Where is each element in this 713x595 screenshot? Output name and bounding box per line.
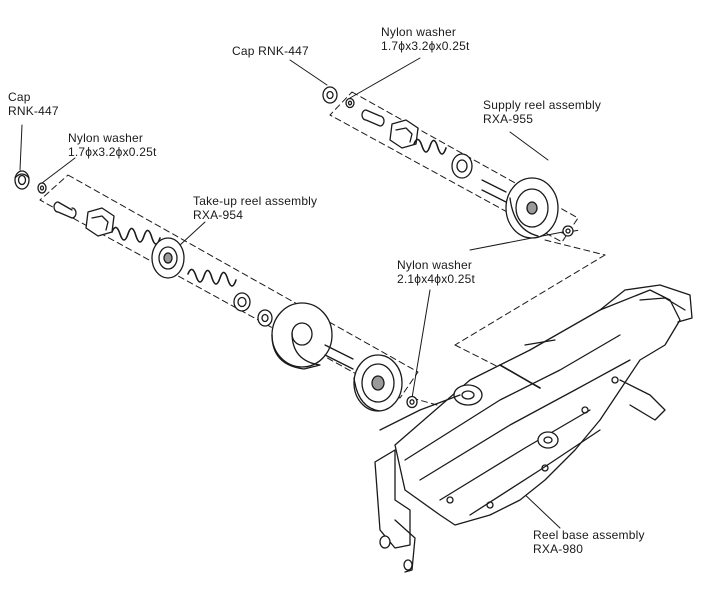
- supply-assembly-label: Supply reel assembly: [483, 98, 602, 112]
- leader-lines: [19, 57, 569, 529]
- dashed-guides: [39, 91, 606, 411]
- reel-base-part: [374, 284, 693, 573]
- washer-left-part: [37, 182, 47, 194]
- supply-enclosure: [329, 91, 579, 243]
- supply-reel-parts: [361, 109, 559, 239]
- cap-left-partno: RNK-447: [8, 104, 59, 118]
- takeup-assembly-partno: RXA-954: [193, 208, 244, 222]
- takeup-assembly-label: Take-up reel assembly: [193, 194, 318, 208]
- reel-base-label: Reel base assembly: [533, 528, 645, 542]
- washer-left-spec: 1.7ϕx3.2ϕx0.25t: [68, 145, 157, 159]
- washer-mid-part: [562, 225, 574, 237]
- washer-top-label: Nylon washer: [381, 25, 457, 39]
- cap-left-label: Cap: [8, 90, 31, 104]
- washer-left-label: Nylon washer: [68, 131, 144, 145]
- cap-top-label: Cap RNK-447: [232, 44, 309, 58]
- takeup-reel-parts: [53, 201, 403, 412]
- washer-top-spec: 1.7ϕx3.2ϕx0.25t: [381, 39, 470, 53]
- washer-mid-spec: 2.1ϕx4ϕx0.25t: [397, 272, 476, 286]
- washer-base-part: [406, 395, 418, 409]
- takeup-enclosure: [39, 174, 419, 399]
- cap-left-part: [14, 170, 30, 190]
- cap-top-part: [322, 86, 338, 104]
- supply-assembly-partno: RXA-955: [483, 112, 534, 126]
- reel-base-partno: RXA-980: [533, 542, 584, 556]
- washer-top-part: [345, 97, 355, 109]
- washer-mid-label: Nylon washer: [397, 258, 473, 272]
